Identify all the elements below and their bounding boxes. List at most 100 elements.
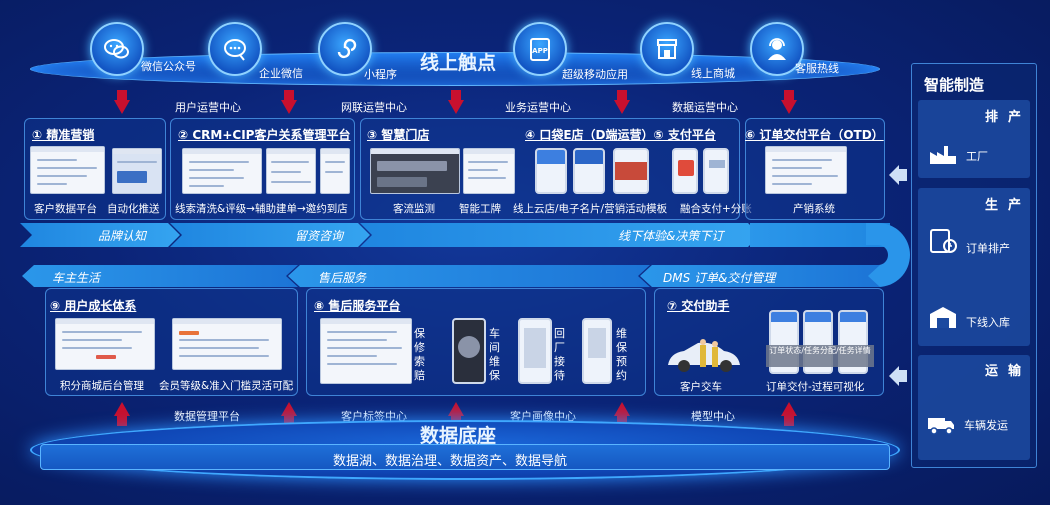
caption: 产销系统 [793,203,835,215]
screenshot-thumbnail [463,148,515,194]
center-label: 数据运营中心 [672,101,738,114]
smart-manufacturing-title: 智能制造 [924,76,985,94]
vertical-label: 回厂接待 [554,327,565,382]
phone-screenshot [452,318,486,384]
section-heading: 排产 [985,110,1032,125]
panel-title: ② CRM+CIP客户关系管理平台 [178,128,351,142]
screenshot-thumbnail [320,148,350,194]
screenshot-thumbnail [370,148,460,194]
app-icon: APP [513,22,567,76]
section-scheduling [918,100,1030,178]
screenshot-thumbnail [765,146,847,194]
vertical-label: 车间维保 [489,327,500,382]
vertical-label: 维保预约 [616,327,627,382]
touchpoint-label-shop: 线上商城 [691,67,735,80]
touchpoints-band [30,52,880,86]
section-item: 订单排产 [966,242,1010,255]
down-arrow [114,90,130,116]
section-item: 车辆发运 [964,419,1008,432]
screenshot-thumbnail [112,148,162,194]
left-arrow-icon [889,165,907,185]
center-label: 用户运营中心 [175,101,241,114]
panel-title: ④ 口袋E店（D端运营）⑤ 支付平台 [525,128,716,142]
touchpoint-label-wechat: 微信公众号 [141,60,196,73]
overlay-note: 订单状态/任务分配/任务详情 [766,345,874,367]
screenshot-thumbnail [55,318,155,370]
touchpoints-title: 线上触点 [420,52,497,74]
panel-title: ⑨ 用户成长体系 [50,299,137,313]
flow-stage [20,223,180,247]
flow-label: 售后服务 [318,271,367,285]
caption: 客户数据平台 [34,203,97,215]
down-arrow [281,90,297,116]
truck-icon [928,418,954,435]
caption: 线索清洗&评级→辅助建单→邀约到店 [175,203,348,215]
caption: 订单交付-过程可视化 [766,381,865,393]
up-arrow [281,400,297,426]
phone-screenshot [703,148,729,194]
touchpoint-label-app: 超级移动应用 [562,68,628,81]
touchpoint-label-wecom: 企业微信 [259,67,303,80]
phone-screenshot [535,148,567,194]
center-label: 网联运营中心 [341,101,407,114]
svg-text:APP: APP [532,47,548,55]
up-arrow [114,400,130,426]
center-label: 数据管理平台 [174,410,240,423]
touchpoint-label-miniprogram: 小程序 [364,68,397,81]
flow-stage [288,265,650,287]
warehouse-icon [930,307,956,328]
data-foundation-title: 数据底座 [420,425,497,447]
caption: 客流监测 [393,203,435,215]
touchpoint-label-service: 客服热线 [795,62,839,75]
section-item: 工厂 [966,150,988,163]
customer-service-icon [750,22,804,76]
flow-label: 线下体验&决策下订 [618,229,724,243]
screenshot-thumbnail [320,318,412,384]
shop-icon [640,22,694,76]
flow-stage [22,265,298,287]
down-arrow [781,90,797,116]
vertical-label: 保修索赔 [414,327,425,382]
flow-label: 品牌认知 [98,229,147,243]
phone-screenshot [518,318,552,384]
section-heading: 生产 [985,198,1032,213]
wecom-icon [208,22,262,76]
section-transport [918,355,1030,460]
phone-screenshot [613,148,649,194]
flow-label: 留资咨询 [295,229,344,243]
panel-title: ⑦ 交付助手 [667,299,730,313]
down-arrow [614,90,630,116]
caption: 自动化推送 [107,203,160,215]
data-foundation-text: 数据湖、数据治理、数据资产、数据导航 [333,454,568,469]
panel-title: ③ 智慧门店 [367,128,430,142]
panel-title: ① 精准营销 [32,128,95,142]
phone-screenshot [582,318,612,384]
caption: 客户交车 [680,381,722,393]
car-delivery-illustration [668,339,740,372]
screenshot-thumbnail [266,148,316,194]
down-arrow [448,90,464,116]
mini-program-icon [318,22,372,76]
caption: 会员等级&准入门槛灵活可配 [159,380,294,392]
caption: 线上云店/电子名片/营销活动模板 [513,203,668,215]
caption: 智能工牌 [459,203,501,215]
wechat-icon [90,22,144,76]
flow-label: 车主生活 [52,271,101,285]
data-foundation-bar [40,444,890,470]
flow-stage [640,265,880,287]
phone-screenshot [672,148,698,194]
up-arrow [781,400,797,426]
phone-screenshot [573,148,605,194]
flow-stage [170,223,370,247]
panel-title: ⑧ 售后服务平台 [314,299,401,313]
left-arrow-icon [889,366,907,386]
order-schedule-icon [930,229,957,253]
factory-icon [930,146,956,164]
center-label: 模型中心 [691,410,735,423]
panel-title: ⑥ 订单交付平台（OTD） [745,128,884,142]
section-heading: 运输 [985,364,1032,379]
center-label: 业务运营中心 [505,101,571,114]
flow-turn-curve [866,223,910,287]
caption: 融合支付+分账 [680,203,752,215]
screenshot-thumbnail [182,148,262,194]
